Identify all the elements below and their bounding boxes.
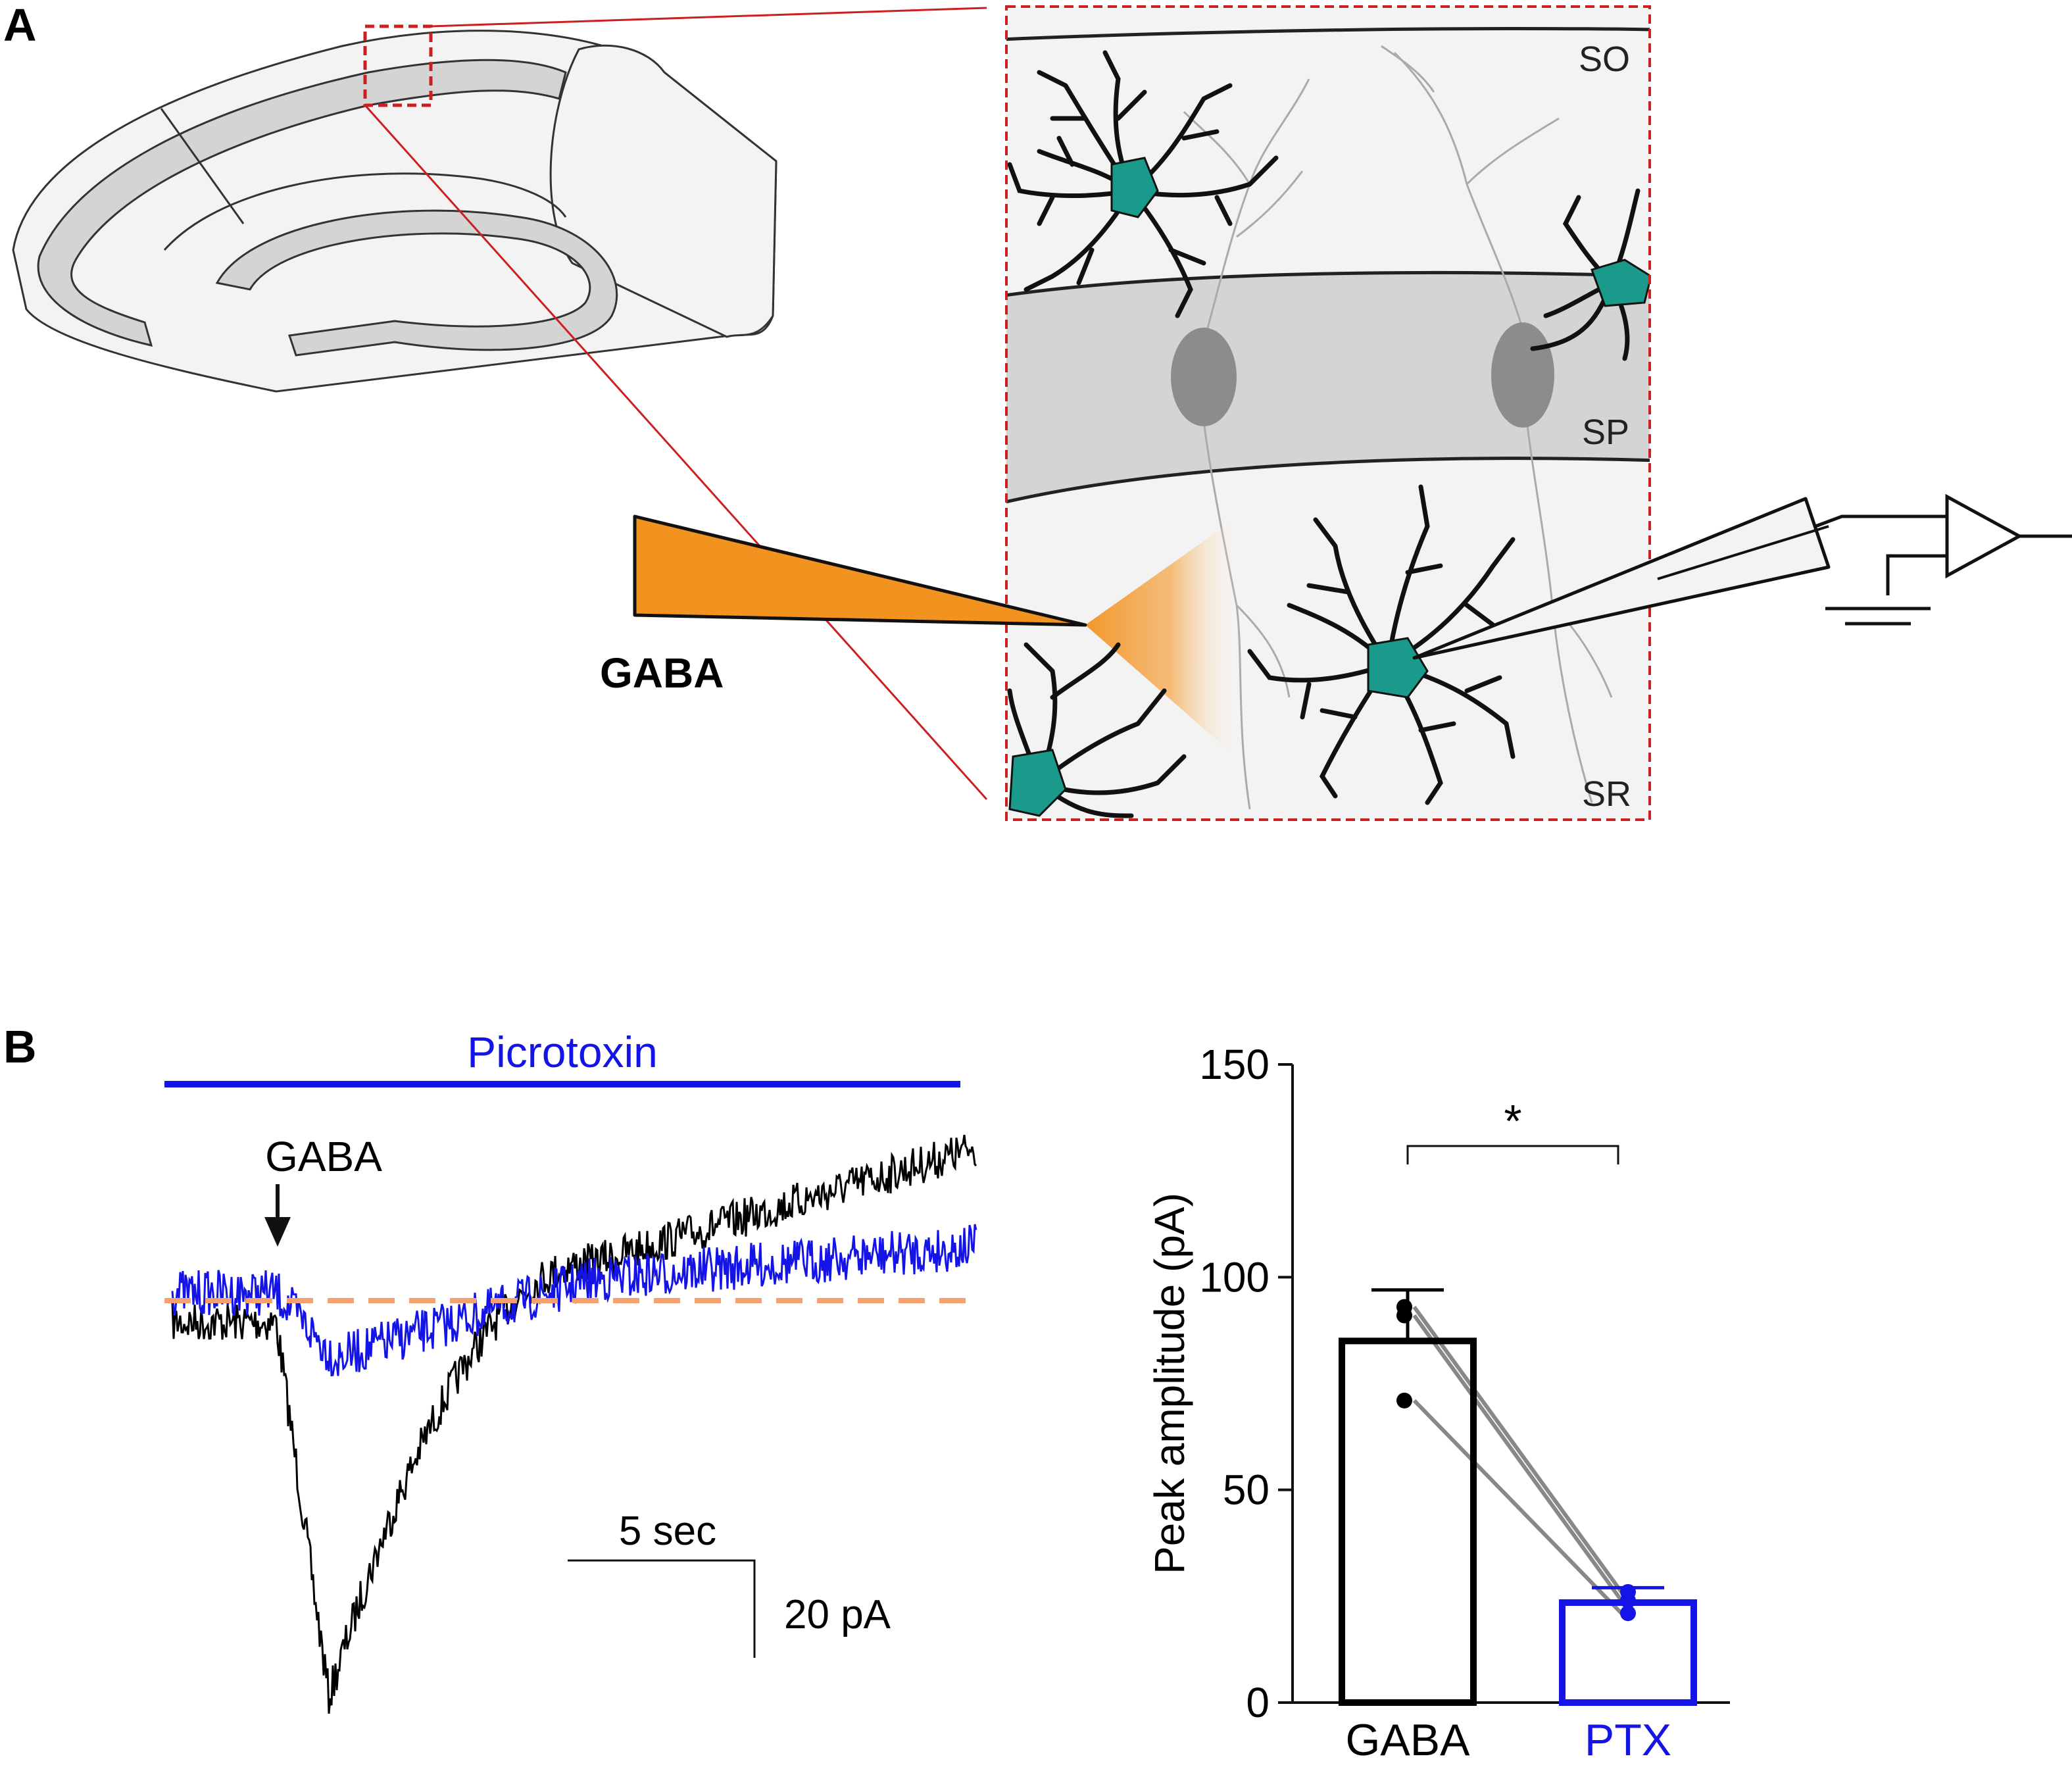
zoom-line-bottom	[364, 104, 988, 801]
layer-label-sp: SP	[1582, 412, 1629, 452]
x-tick-label: GABA	[1346, 1715, 1471, 1765]
scale-bar	[568, 1559, 756, 1658]
ca-boundary-line	[160, 108, 245, 224]
data-point	[1620, 1592, 1636, 1609]
y-tick-label: 0	[1246, 1679, 1270, 1726]
inner-blade	[163, 172, 567, 251]
recording-electrode-wire	[1657, 525, 1829, 580]
amplifier-symbol	[1815, 493, 2072, 626]
significance-bracket	[1406, 1145, 1619, 1164]
recording-pipette	[1412, 497, 1831, 660]
zoom-callout	[363, 7, 988, 801]
gaba-puff-cone	[1085, 513, 1243, 763]
astrocyte-right-edge-soma	[1591, 259, 1650, 307]
paired-line	[1412, 1399, 1623, 1615]
zoomed-ca1-view: SO SP SR	[1005, 5, 1651, 821]
layer-label-sr: SR	[1582, 774, 1631, 814]
gaba-application-arrow	[264, 1184, 291, 1247]
y-tick-label: 150	[1199, 1041, 1270, 1088]
gaba-pipette	[633, 514, 1087, 627]
paired-line	[1412, 1314, 1623, 1602]
panel-a-label: A	[3, 0, 37, 51]
pyramidal-soma-right	[1491, 322, 1554, 428]
significance-star: *	[1504, 1095, 1521, 1147]
y-tick-label: 50	[1223, 1466, 1270, 1514]
y-axis-label: Peak amplitude (pA)	[1146, 1193, 1193, 1574]
panel-b-label: B	[3, 1021, 37, 1072]
picrotoxin-label: Picrotoxin	[467, 1028, 658, 1076]
hippocampus-schematic	[12, 30, 777, 393]
alveus-line	[1006, 26, 1650, 41]
control-trace	[171, 1134, 977, 1714]
zoom-frame	[1005, 5, 1651, 821]
astrocyte-top-left-soma	[1110, 157, 1159, 218]
ca-pyramidal-band	[37, 59, 567, 347]
layer-label-so: SO	[1579, 39, 1630, 79]
gaba-application-label: GABA	[265, 1133, 382, 1180]
data-point	[1396, 1307, 1412, 1324]
zoom-source-box	[363, 24, 433, 107]
zoom-line-top	[430, 7, 987, 28]
data-point	[1620, 1605, 1636, 1622]
paired-line	[1412, 1305, 1623, 1593]
y-tick-label: 100	[1199, 1253, 1270, 1301]
current-scale-label: 20 pA	[784, 1592, 891, 1637]
astrocyte-bottom-left-soma	[1008, 749, 1067, 817]
time-scale-label: 5 sec	[619, 1509, 716, 1554]
stratum-pyramidale-band	[1006, 270, 1650, 504]
x-tick-label: PTX	[1585, 1715, 1671, 1765]
gaba-pipette-label: GABA	[600, 649, 724, 697]
pyramidal-soma-left	[1171, 328, 1237, 426]
data-point	[1396, 1392, 1412, 1409]
astrocyte-bottom-center	[1247, 484, 1516, 805]
astrocyte-bottom-center-soma	[1367, 637, 1429, 699]
